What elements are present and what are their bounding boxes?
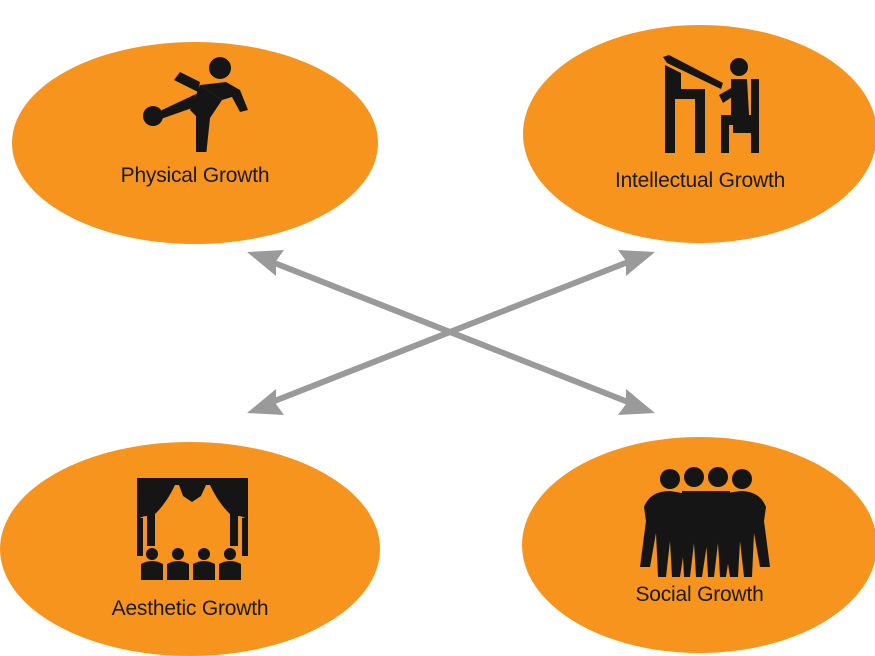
arrowhead-social: [618, 389, 655, 415]
label-intellectual-growth: Intellectual Growth: [614, 169, 786, 192]
arrowhead-aesthetic: [247, 389, 284, 415]
ellipse-aesthetic: [0, 442, 380, 656]
node-social-growth: Social Growth: [522, 437, 875, 653]
group-of-people-icon: [630, 467, 780, 577]
arrowhead-physical: [247, 250, 284, 276]
label-social-growth: Social Growth: [635, 583, 764, 606]
kicking-ball-icon: [140, 52, 255, 152]
node-aesthetic-growth: Aesthetic Growth: [0, 442, 380, 656]
node-physical-growth: Physical Growth: [12, 42, 378, 244]
student-at-desk-icon: [661, 55, 761, 157]
arrow-intellectual-aesthetic: [247, 250, 655, 415]
ellipse-physical: [12, 42, 378, 244]
arrowhead-intellectual: [618, 250, 655, 276]
theater-stage-icon: [135, 476, 250, 582]
node-intellectual-growth: Intellectual Growth: [523, 25, 875, 243]
label-physical-growth: Physical Growth: [120, 164, 270, 187]
label-aesthetic-growth: Aesthetic Growth: [111, 597, 269, 620]
